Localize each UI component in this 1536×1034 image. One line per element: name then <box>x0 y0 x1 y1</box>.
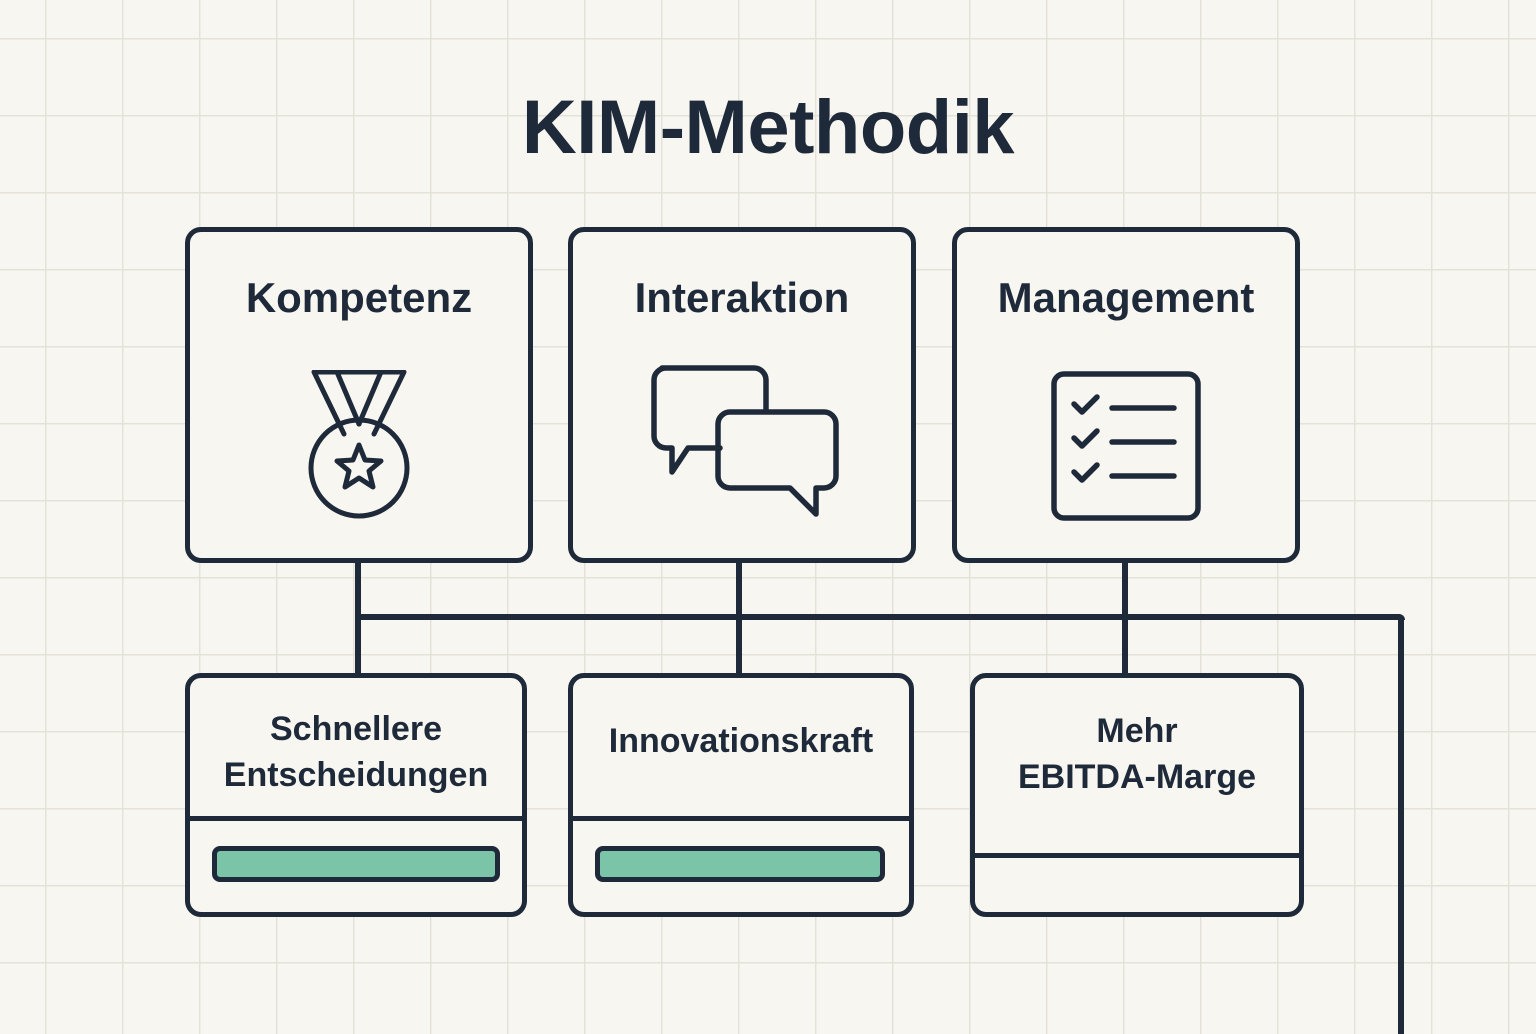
outcome-innovationskraft: Innovationskraft <box>568 673 914 917</box>
diagram-title: KIM-Methodik <box>521 85 1015 170</box>
outcome-label: Mehr EBITDA-Marge <box>975 708 1299 800</box>
outcome-label-line1: Innovationskraft <box>608 722 874 760</box>
chat-bubbles-icon <box>651 365 839 517</box>
outcome-label-line1: Schnellere <box>270 710 442 748</box>
pillar-label: Interaktion <box>634 274 850 321</box>
pillar-label: Management <box>997 274 1255 321</box>
outcome-label-line2: EBITDA-Marge <box>1017 758 1257 796</box>
connector-right-vertical <box>1398 614 1404 1034</box>
progress-bar <box>595 846 885 882</box>
outcome-label: Schnellere Entscheidungen <box>190 706 522 798</box>
outcome-label: Innovationskraft <box>573 718 909 764</box>
pillar-label: Kompetenz <box>245 274 473 321</box>
outcome-label-line2: Entscheidungen <box>223 756 489 794</box>
outcome-divider <box>573 816 909 821</box>
outcome-divider <box>190 816 522 821</box>
outcome-divider <box>975 853 1299 858</box>
outcome-schnellere-entscheidungen: Schnellere Entscheidungen <box>185 673 527 917</box>
outcome-label-line1: Mehr <box>1096 712 1178 750</box>
checklist-icon <box>1051 371 1201 521</box>
pillar-management: Management <box>952 227 1300 563</box>
pillar-kompetenz: Kompetenz <box>185 227 533 563</box>
outcome-mehr-ebitda-marge: Mehr EBITDA-Marge <box>970 673 1304 917</box>
medal-icon <box>308 370 410 519</box>
progress-bar <box>212 846 500 882</box>
pillar-interaktion: Interaktion <box>568 227 916 563</box>
connector-horizontal <box>355 614 1405 620</box>
